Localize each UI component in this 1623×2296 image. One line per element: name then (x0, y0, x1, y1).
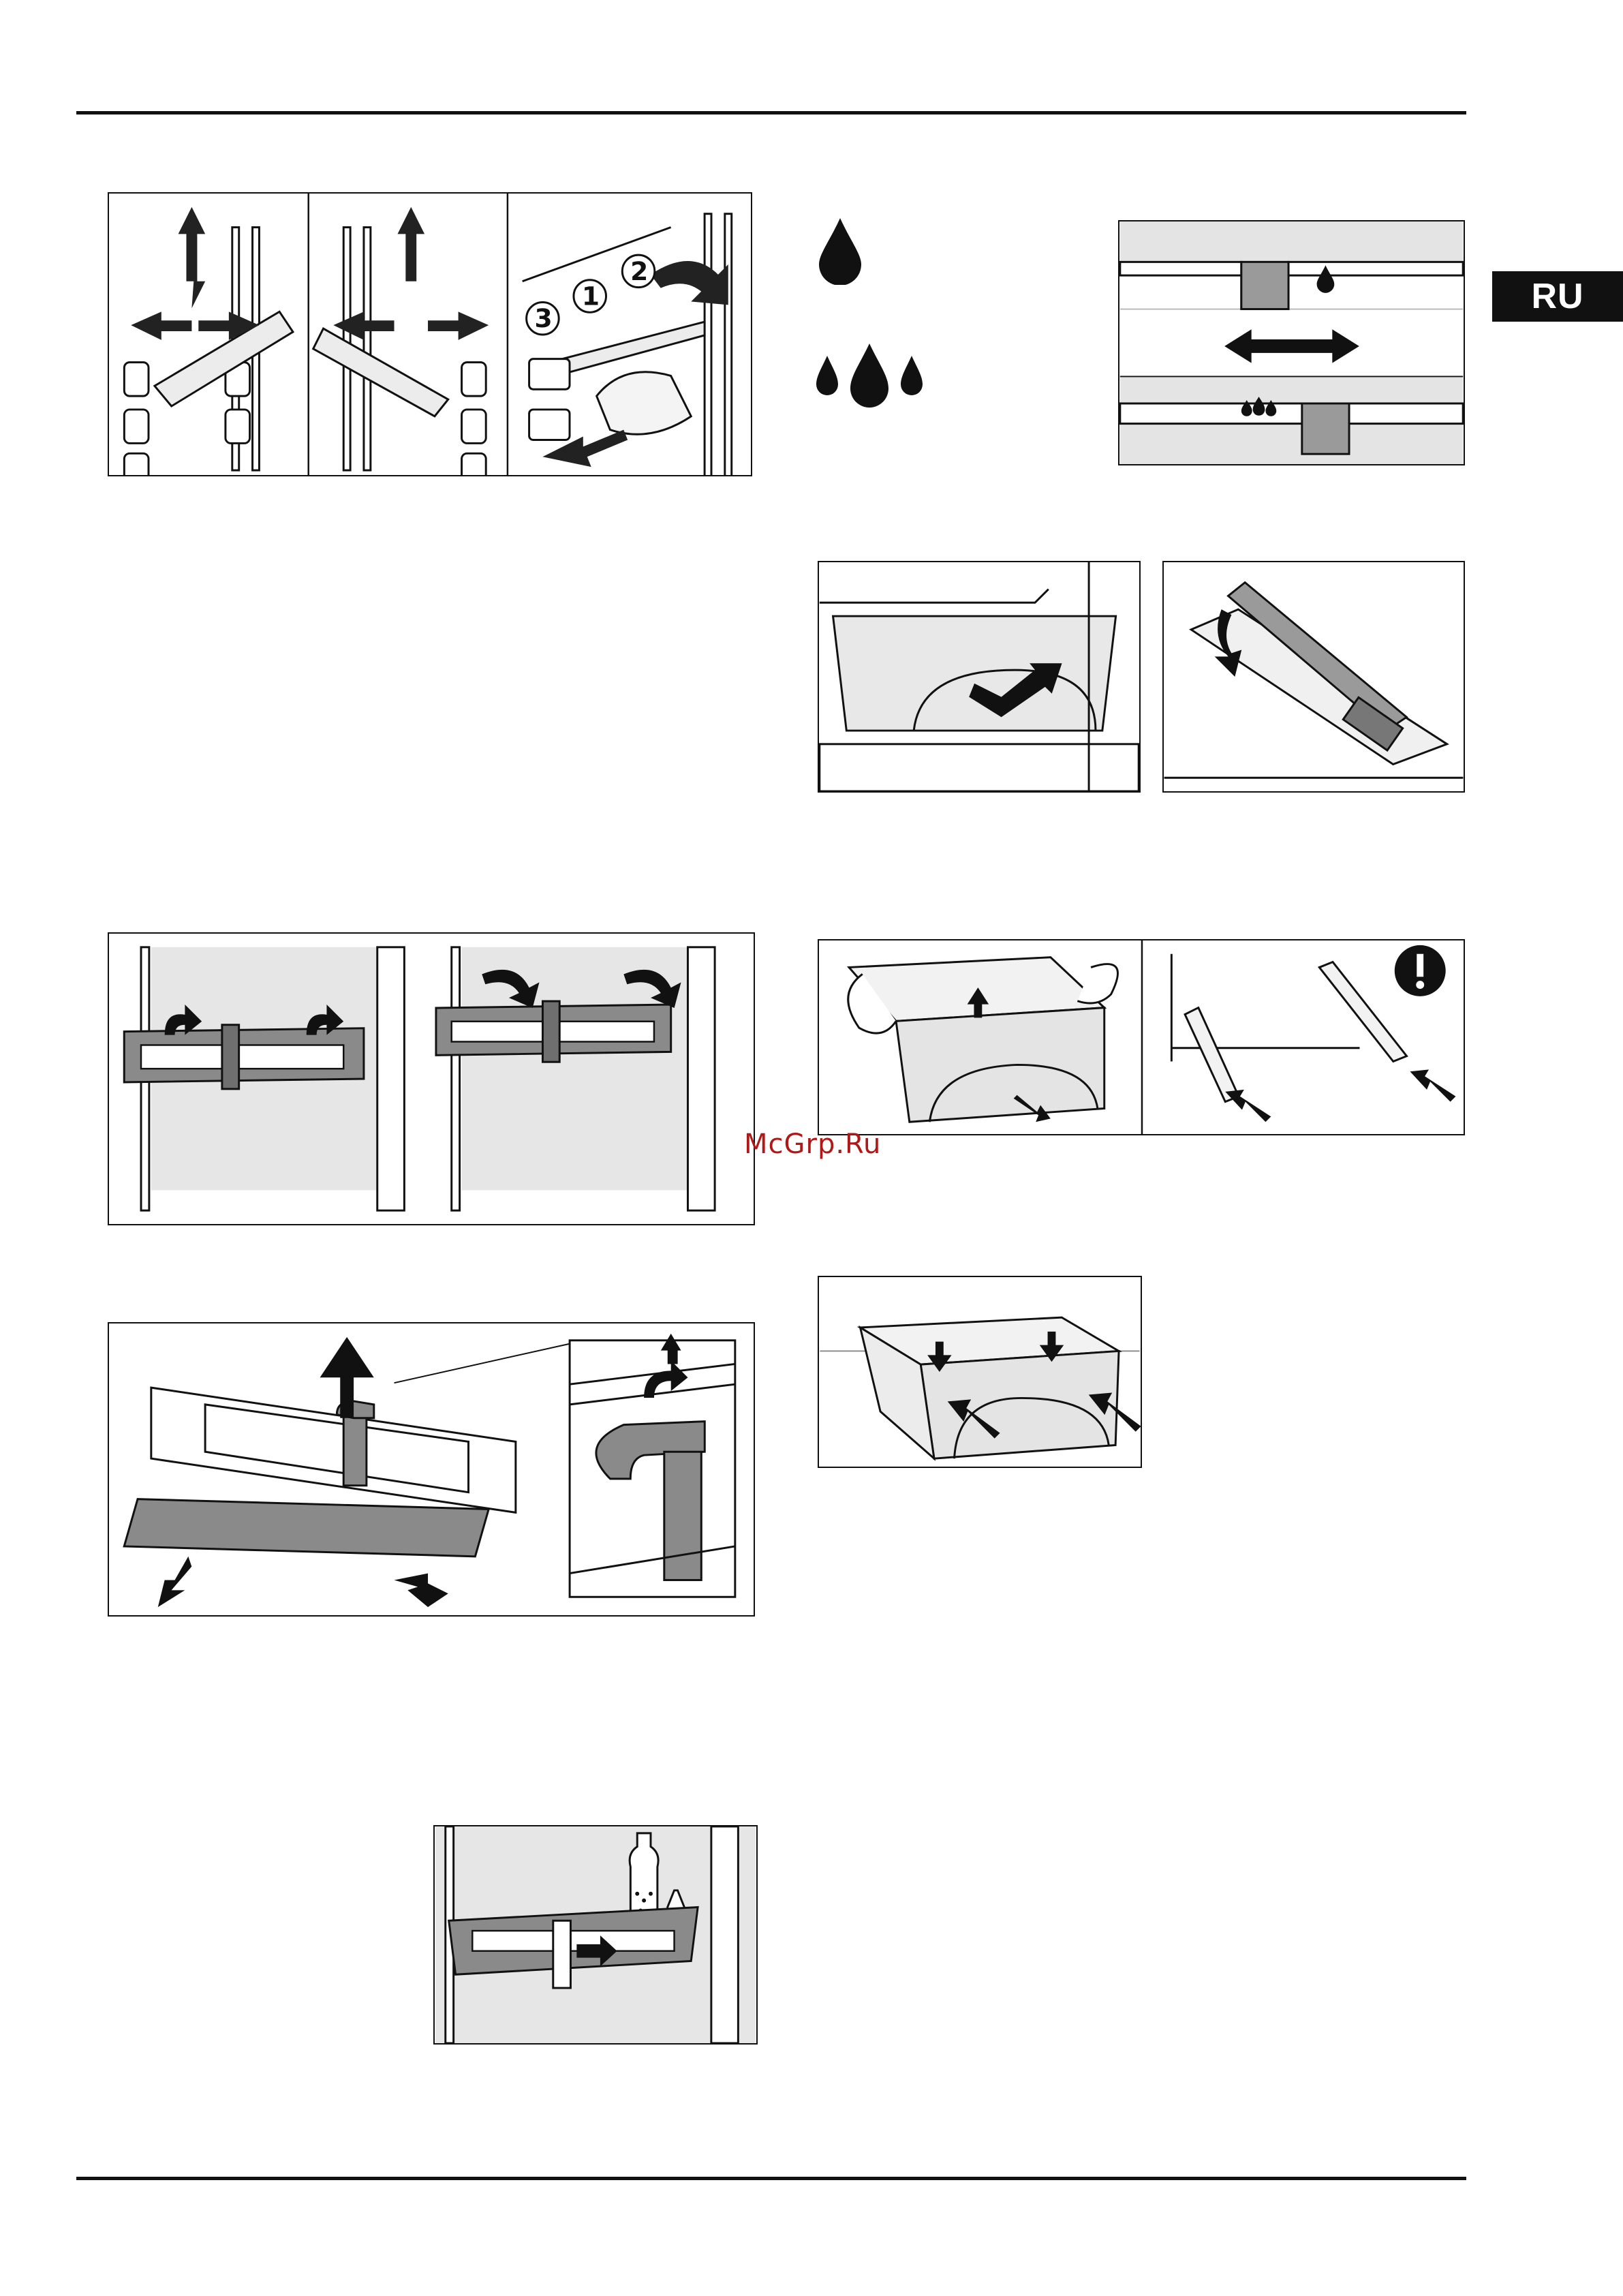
door-shelf-mount-illustration (109, 934, 754, 1224)
figure-drawer-insert (818, 1276, 1142, 1468)
callout-1: 1 (582, 281, 600, 311)
language-tab[interactable]: RU (1492, 271, 1623, 322)
watermark: McGrp.Ru (744, 1129, 881, 1160)
shelf-supports-illustration: 3 1 2 (109, 194, 751, 475)
bottom-rule (76, 2177, 1466, 2180)
callout-3: 3 (535, 303, 553, 333)
drawer-rails-illustration (819, 940, 1464, 1134)
single-drop-icon (816, 217, 864, 285)
figure-filter-cover (1162, 561, 1465, 793)
callout-2: 2 (630, 256, 648, 286)
three-drops-icon (815, 342, 924, 410)
figure-shelf-supports: 3 1 2 (108, 192, 752, 476)
bottle-holder-illustration (435, 1826, 756, 2043)
crisper-drawer-illustration (819, 562, 1139, 791)
drawer-insert-illustration (819, 1277, 1141, 1467)
humidity-slider-illustration (1119, 221, 1464, 464)
door-shelf-disassembly-illustration (109, 1323, 754, 1615)
figure-door-shelf-mount (108, 932, 755, 1225)
figure-bottle-holder (433, 1825, 758, 2045)
figure-drawer-rails (818, 939, 1465, 1135)
top-rule (76, 111, 1466, 114)
figure-humidity-slider (1118, 220, 1465, 465)
filter-cover-illustration (1164, 562, 1464, 791)
exclamation-icon (1417, 954, 1423, 977)
figure-crisper-drawer (818, 561, 1141, 793)
figure-door-shelf-disassembly (108, 1322, 755, 1617)
